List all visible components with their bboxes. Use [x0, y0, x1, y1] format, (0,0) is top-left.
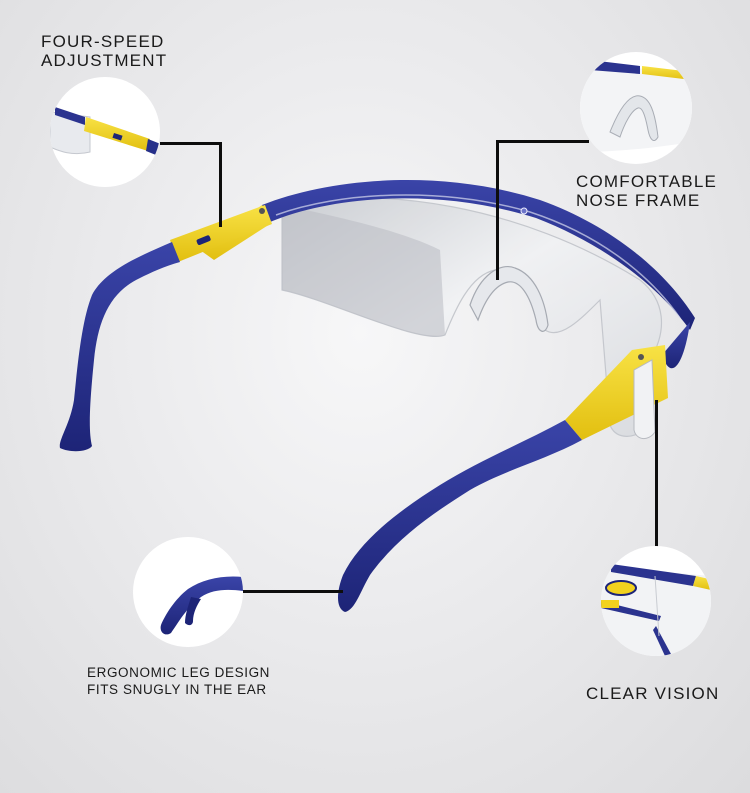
connector-line-clear-vision: [655, 400, 658, 548]
feature-label-clear-vision: CLEAR VISION: [586, 684, 720, 703]
connector-line-four-speed-adjustment-vertical: [219, 142, 222, 227]
ear-piece-detail-icon: [160, 576, 243, 635]
connector-line-comfortable-nose-frame: [496, 140, 589, 143]
clear-vision-detail-icon: [601, 564, 711, 656]
feature-label-ergonomic-leg-design: ERGONOMIC LEG DESIGN FITS SNUGLY IN THE …: [87, 665, 271, 697]
nose-frame-detail-icon: [580, 60, 692, 152]
callout-circle-four-speed-adjustment: [50, 77, 160, 187]
feature-label-comfortable-nose-frame: COMFORTABLE NOSE FRAME: [576, 172, 718, 210]
nose-pad: [469, 266, 549, 332]
feature-label-four-speed-adjustment: FOUR-SPEED ADJUSTMENT: [41, 32, 168, 70]
left-temple-arm: [59, 205, 272, 452]
connector-line-ergonomic-leg-design: [243, 590, 343, 593]
callout-circle-clear-vision: [601, 546, 711, 656]
callout-circle-comfortable-nose-frame: [580, 52, 692, 164]
adjustment-detail-icon: [50, 107, 160, 157]
connector-line-comfortable-nose-frame-vertical: [496, 140, 499, 280]
connector-line-four-speed-adjustment: [160, 142, 222, 145]
callout-circle-ergonomic-leg-design: [133, 537, 243, 647]
brow-frame: [262, 180, 695, 369]
lens: [281, 197, 663, 437]
right-temple-arm: [338, 345, 668, 612]
